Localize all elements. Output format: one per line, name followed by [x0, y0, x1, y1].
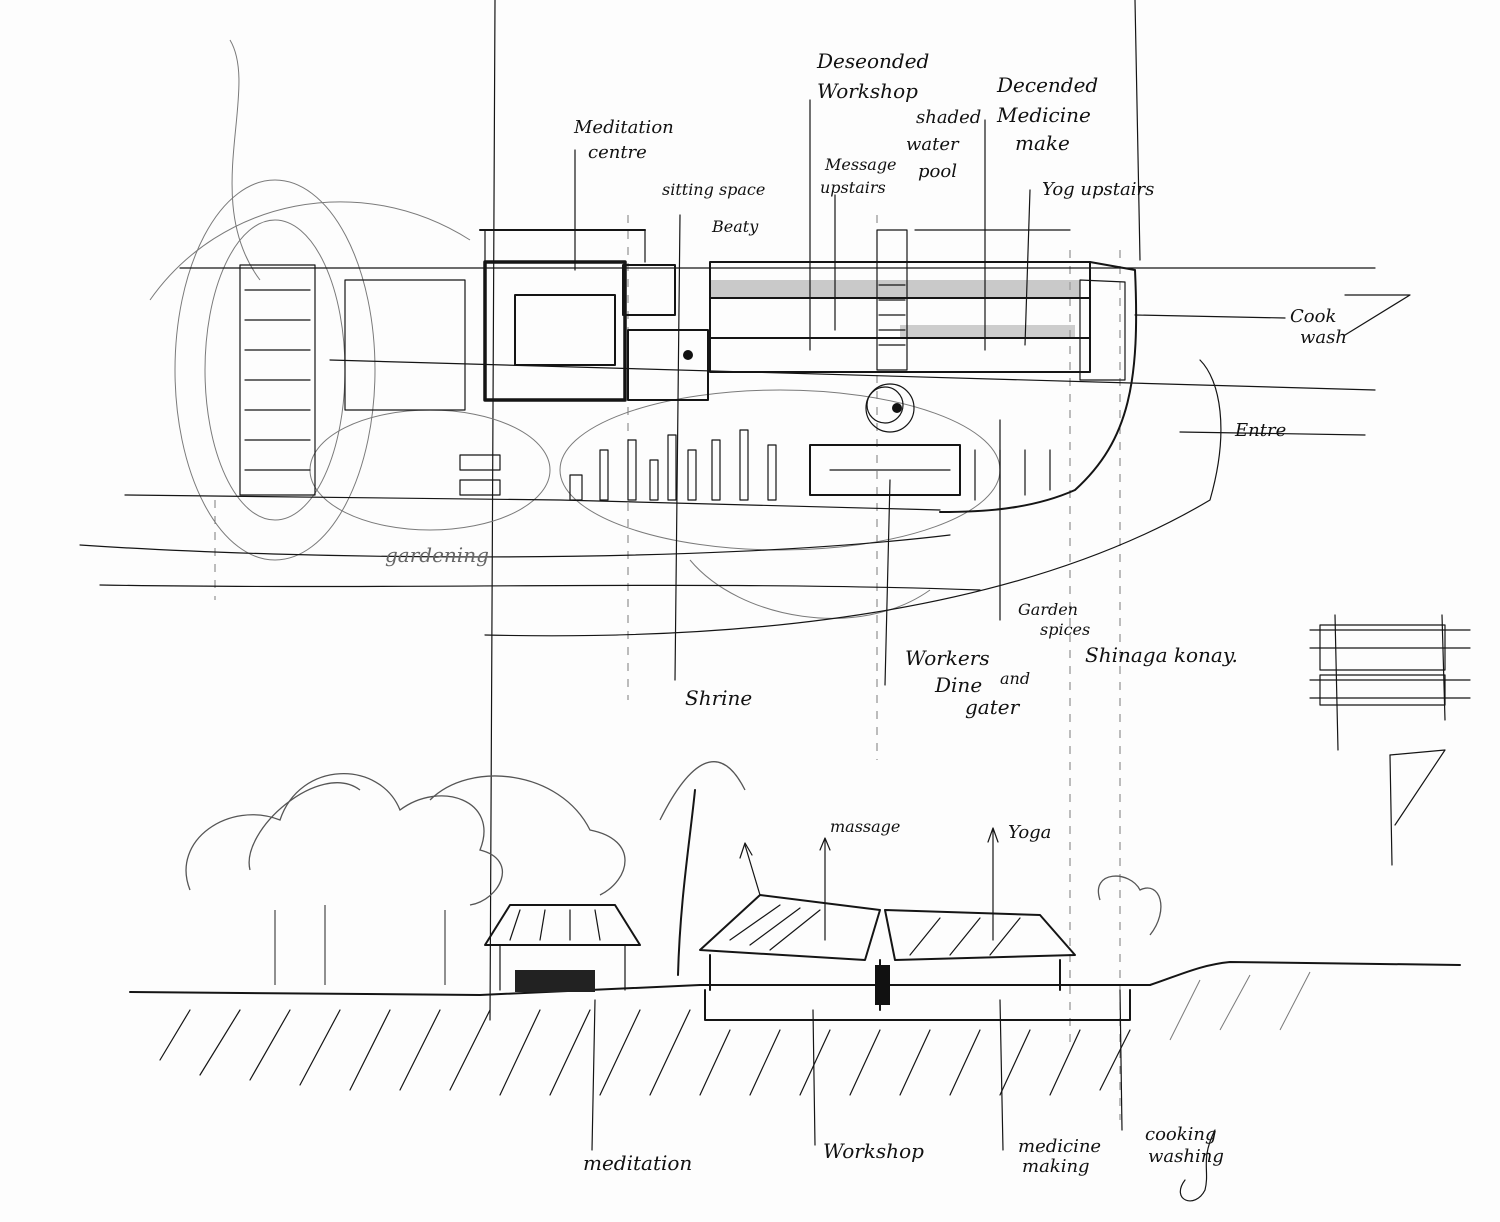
- signature-mark: [1179, 1129, 1216, 1202]
- label-shaded-water-pool-3: pool: [918, 161, 957, 182]
- label-shinagakonay: Shinaga konay.: [1085, 643, 1238, 667]
- main-building: [479, 229, 1138, 513]
- label-medicine-making-1: medicine: [1018, 1136, 1101, 1157]
- section-arrows: [739, 827, 999, 941]
- label-descended-medicine-2: Medicine: [996, 103, 1091, 127]
- label-meditation-centre-1: Meditation: [573, 117, 674, 138]
- section-leader-lines: [591, 989, 1123, 1151]
- site-section: [129, 761, 1461, 1151]
- label-descended-medicine-1: Decended: [996, 73, 1098, 97]
- label-garden-spices-2: spices: [1040, 620, 1090, 639]
- road-lines: [79, 267, 1376, 637]
- vertical-reference-lines: [214, 0, 1141, 1120]
- label-cook-wash-2: wash: [1300, 327, 1347, 348]
- label-gardening: gardening: [385, 543, 489, 567]
- label-yoga-upstairs: Yog upstairs: [1042, 179, 1154, 200]
- label-shrine: Shrine: [685, 686, 752, 710]
- label-massage: massage: [830, 817, 900, 836]
- label-meditation-centre-2: centre: [588, 142, 647, 163]
- plan-leader-lines: [574, 99, 1411, 686]
- section-label-group: massage Yoga meditation Workshop medicin…: [583, 817, 1224, 1202]
- label-yoga: Yoga: [1008, 822, 1051, 843]
- label-workers-3: and: [1000, 669, 1030, 688]
- meditation-hut: [484, 904, 641, 992]
- detail-sketch: [1309, 614, 1471, 866]
- label-sitting-space: sitting space: [662, 180, 765, 199]
- label-workers-2: Dine: [934, 673, 982, 697]
- plan-label-group: Deseonded Workshop Meditation centre sit…: [385, 49, 1347, 719]
- label-descended-workshop-2: Workshop: [817, 79, 918, 103]
- label-descended-medicine-3: make: [1015, 131, 1070, 155]
- label-workshop: Workshop: [823, 1139, 924, 1163]
- label-cooking-washing-1: cooking: [1145, 1124, 1217, 1145]
- section-main-building: [699, 894, 1151, 1011]
- left-pavilion: [239, 264, 501, 496]
- label-beach: Beaty: [711, 217, 759, 236]
- label-shaded-water-pool-2: water: [906, 134, 960, 155]
- ground: [129, 961, 1461, 1096]
- label-workers-4: gater: [965, 695, 1021, 719]
- label-entrance: Entre: [1234, 420, 1286, 441]
- section-trees: [185, 761, 1162, 985]
- site-plan: [79, 0, 1471, 1120]
- label-massage-upstairs-2: upstairs: [820, 178, 886, 197]
- label-shaded-water-pool-1: shaded: [916, 107, 981, 128]
- label-meditation: meditation: [583, 1151, 692, 1175]
- label-cooking-washing-2: washing: [1148, 1146, 1224, 1167]
- shrine-posts: [569, 429, 1051, 501]
- label-medicine-making-2: making: [1022, 1156, 1090, 1177]
- label-workers-1: Workers: [905, 646, 990, 670]
- label-descended-workshop-1: Deseonded: [816, 49, 929, 73]
- label-cook-wash-1: Cook: [1290, 306, 1336, 327]
- label-massage-upstairs-1: Message: [824, 155, 897, 174]
- label-garden-spices-1: Garden: [1018, 600, 1078, 619]
